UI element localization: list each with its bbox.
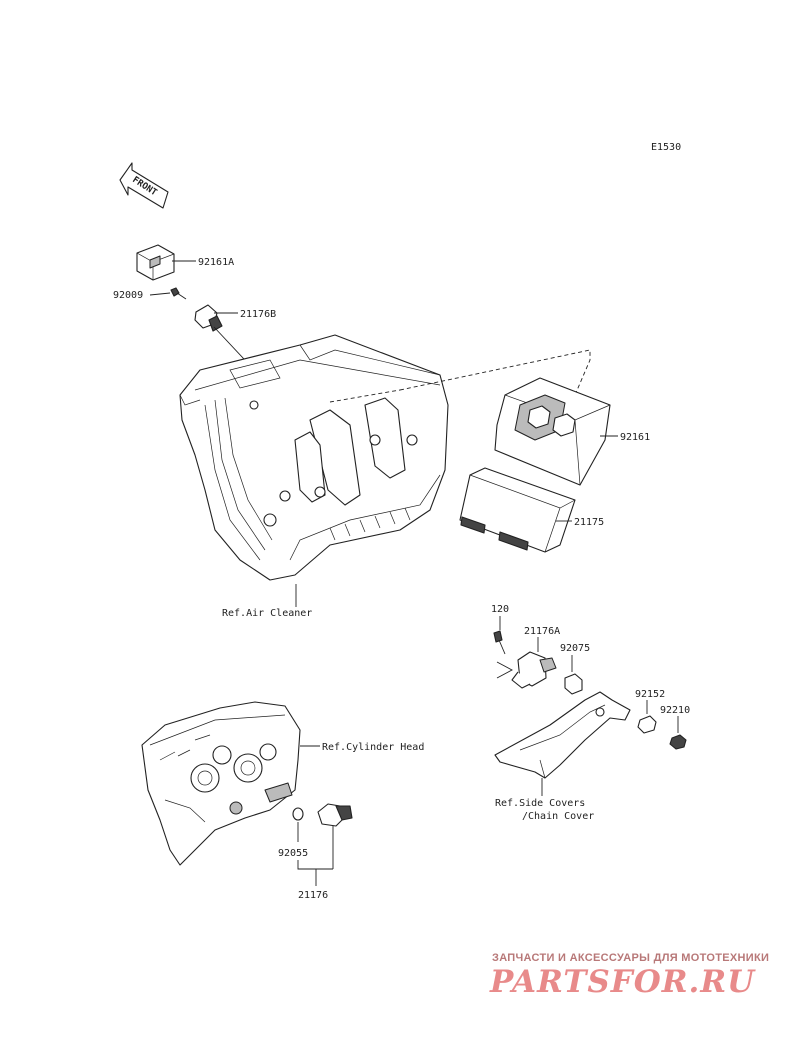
part-92161	[494, 377, 611, 486]
front-arrow-icon: FRONT	[119, 162, 169, 209]
part-120	[493, 630, 506, 655]
label-21176b: 21176B	[240, 309, 276, 320]
leader-21176	[297, 826, 334, 886]
label-120: 120	[491, 604, 509, 615]
part-92009	[170, 287, 187, 300]
diagram-code: E1530	[651, 142, 681, 153]
air-cleaner-housing	[179, 334, 449, 581]
watermark-logo: PARTSFOR.RU	[490, 964, 756, 1000]
label-92009: 92009	[113, 290, 143, 301]
part-21176a	[511, 651, 557, 689]
ref-cylinder-head: Ref.Cylinder Head	[322, 742, 424, 753]
label-92075: 92075	[560, 643, 590, 654]
ref-side-covers: Ref.Side Covers	[495, 798, 585, 809]
part-92055	[292, 807, 304, 821]
part-21176b	[194, 304, 259, 375]
label-21176a: 21176A	[524, 626, 560, 637]
label-21175: 21175	[574, 517, 604, 528]
part-92075	[564, 673, 583, 695]
label-92161a: 92161A	[198, 257, 234, 268]
part-21176	[317, 803, 353, 827]
part-21175	[459, 467, 576, 553]
leader-dashed-92161	[399, 349, 591, 396]
part-92161a	[136, 244, 175, 281]
label-92161: 92161	[620, 432, 650, 443]
ref-air-cleaner: Ref.Air Cleaner	[222, 608, 312, 619]
ref-chain-cover: /Chain Cover	[522, 811, 594, 822]
watermark-tagline: ЗАПЧАСТИ И АКСЕССУАРЫ ДЛЯ МОТОТЕХНИКИ	[492, 952, 770, 964]
label-92210: 92210	[660, 705, 690, 716]
part-92152	[637, 715, 657, 734]
cylinder-head	[141, 701, 301, 866]
label-92055: 92055	[278, 848, 308, 859]
label-92152: 92152	[635, 689, 665, 700]
label-21176: 21176	[298, 890, 328, 901]
leader-92009	[149, 292, 171, 296]
part-92210	[669, 734, 687, 750]
side-covers-bracket	[494, 691, 631, 779]
